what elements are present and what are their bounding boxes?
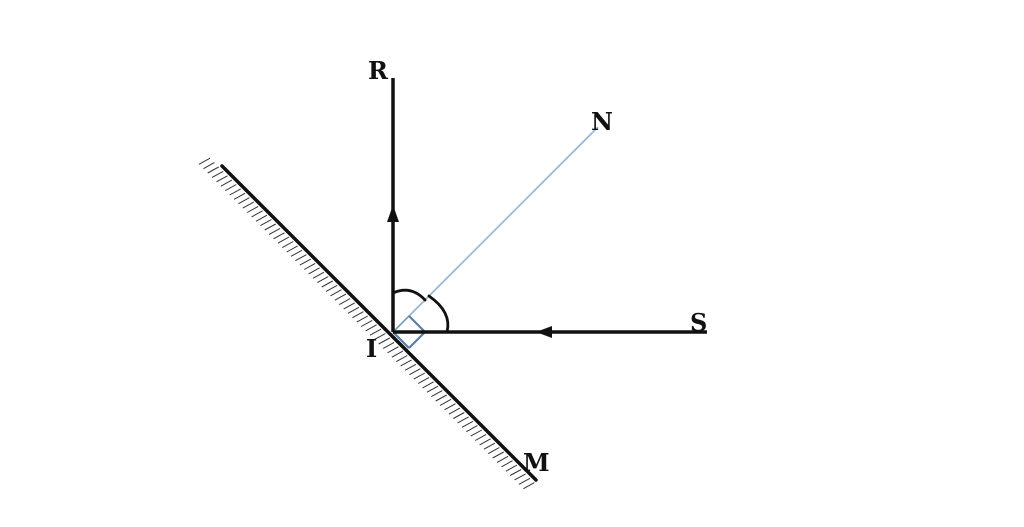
label-r: R <box>368 56 389 85</box>
hatch-mark <box>474 433 487 441</box>
hatch-mark <box>356 315 369 323</box>
right-angle-mark-base <box>392 331 410 349</box>
hatch-mark <box>496 455 509 463</box>
label-s: S <box>690 308 707 337</box>
hatch-mark <box>273 232 285 240</box>
hatch-mark <box>308 267 320 275</box>
label-n: N <box>591 107 613 136</box>
mirror-line <box>220 164 538 482</box>
hatch-mark <box>330 289 342 297</box>
hatch-mark <box>360 319 373 327</box>
hatch-mark <box>317 276 329 284</box>
hatch-mark <box>492 451 504 459</box>
hatch-mark <box>225 184 237 192</box>
hatch-mark <box>374 333 386 341</box>
hatch-mark <box>216 175 228 183</box>
label-i: I <box>366 334 377 363</box>
hatch-mark <box>260 219 272 227</box>
hatch-mark <box>238 197 250 205</box>
hatch-mark <box>483 442 496 450</box>
hatch-mark <box>404 363 417 371</box>
label-m: M <box>523 448 550 477</box>
hatch-mark <box>295 254 307 262</box>
hatch-mark <box>299 258 312 266</box>
hatch-mark <box>448 407 461 415</box>
hatch-mark <box>369 328 382 336</box>
hatch-mark <box>343 302 355 310</box>
hatch-mark <box>509 469 522 476</box>
hatch-mark <box>435 394 447 402</box>
hatch-mark <box>387 346 399 354</box>
hatch-mark <box>378 337 390 345</box>
hatch-mark <box>268 227 281 235</box>
hatch-mark <box>391 350 404 358</box>
hatch-mark <box>282 241 294 249</box>
hatch-mark <box>409 368 421 376</box>
hatch-mark <box>286 245 298 253</box>
hatch-mark <box>382 341 395 349</box>
reflected-ray-arrow <box>387 205 399 222</box>
hatch-mark <box>198 157 211 165</box>
hatch-mark <box>501 460 513 468</box>
hatch-mark <box>233 192 246 200</box>
hatch-mark <box>413 372 426 380</box>
hatch-mark <box>207 166 219 174</box>
mirror-hatching <box>198 157 535 490</box>
reflection-angle-arc <box>391 288 427 302</box>
hatch-mark <box>242 201 255 209</box>
hatch-mark <box>255 214 268 222</box>
hatch-mark <box>400 359 412 367</box>
incidence-angle-arc <box>427 294 450 334</box>
hatch-mark <box>334 293 347 301</box>
hatch-mark <box>396 355 408 363</box>
hatch-mark <box>251 210 263 218</box>
hatch-mark <box>417 376 430 384</box>
hatch-mark <box>347 306 360 314</box>
hatch-mark <box>365 324 377 332</box>
hatch-mark <box>325 284 338 292</box>
hatch-mark <box>352 311 364 319</box>
hatch-mark <box>431 390 443 398</box>
hatch-mark <box>470 429 483 437</box>
hatch-mark <box>211 170 224 178</box>
hatch-mark <box>461 420 474 428</box>
hatch-mark <box>277 236 290 244</box>
hatch-mark <box>426 385 439 393</box>
hatch-mark <box>220 179 233 187</box>
hatch-mark <box>457 416 469 424</box>
hatch-mark <box>453 412 465 419</box>
hatch-mark <box>488 447 500 455</box>
hatch-mark <box>505 464 518 472</box>
hatch-mark <box>290 249 303 257</box>
hatch-mark <box>444 403 456 411</box>
hatch-mark <box>246 205 259 213</box>
hatch-mark <box>339 298 351 306</box>
hatch-mark <box>303 262 316 270</box>
hatch-mark <box>466 425 478 433</box>
hatch-mark <box>518 477 531 485</box>
hatch-mark <box>229 188 241 196</box>
hatch-mark <box>203 162 215 170</box>
hatch-mark <box>422 381 434 389</box>
hatch-mark <box>523 482 535 490</box>
incident-ray-arrow <box>536 326 552 338</box>
hatch-mark <box>479 438 491 446</box>
right-angle-mark-side <box>392 315 410 333</box>
hatch-mark <box>439 398 452 406</box>
hatch-mark <box>514 473 526 481</box>
hatch-mark <box>264 223 276 231</box>
normal-line <box>392 126 599 333</box>
hatch-mark <box>321 280 333 288</box>
hatch-mark <box>312 271 325 279</box>
